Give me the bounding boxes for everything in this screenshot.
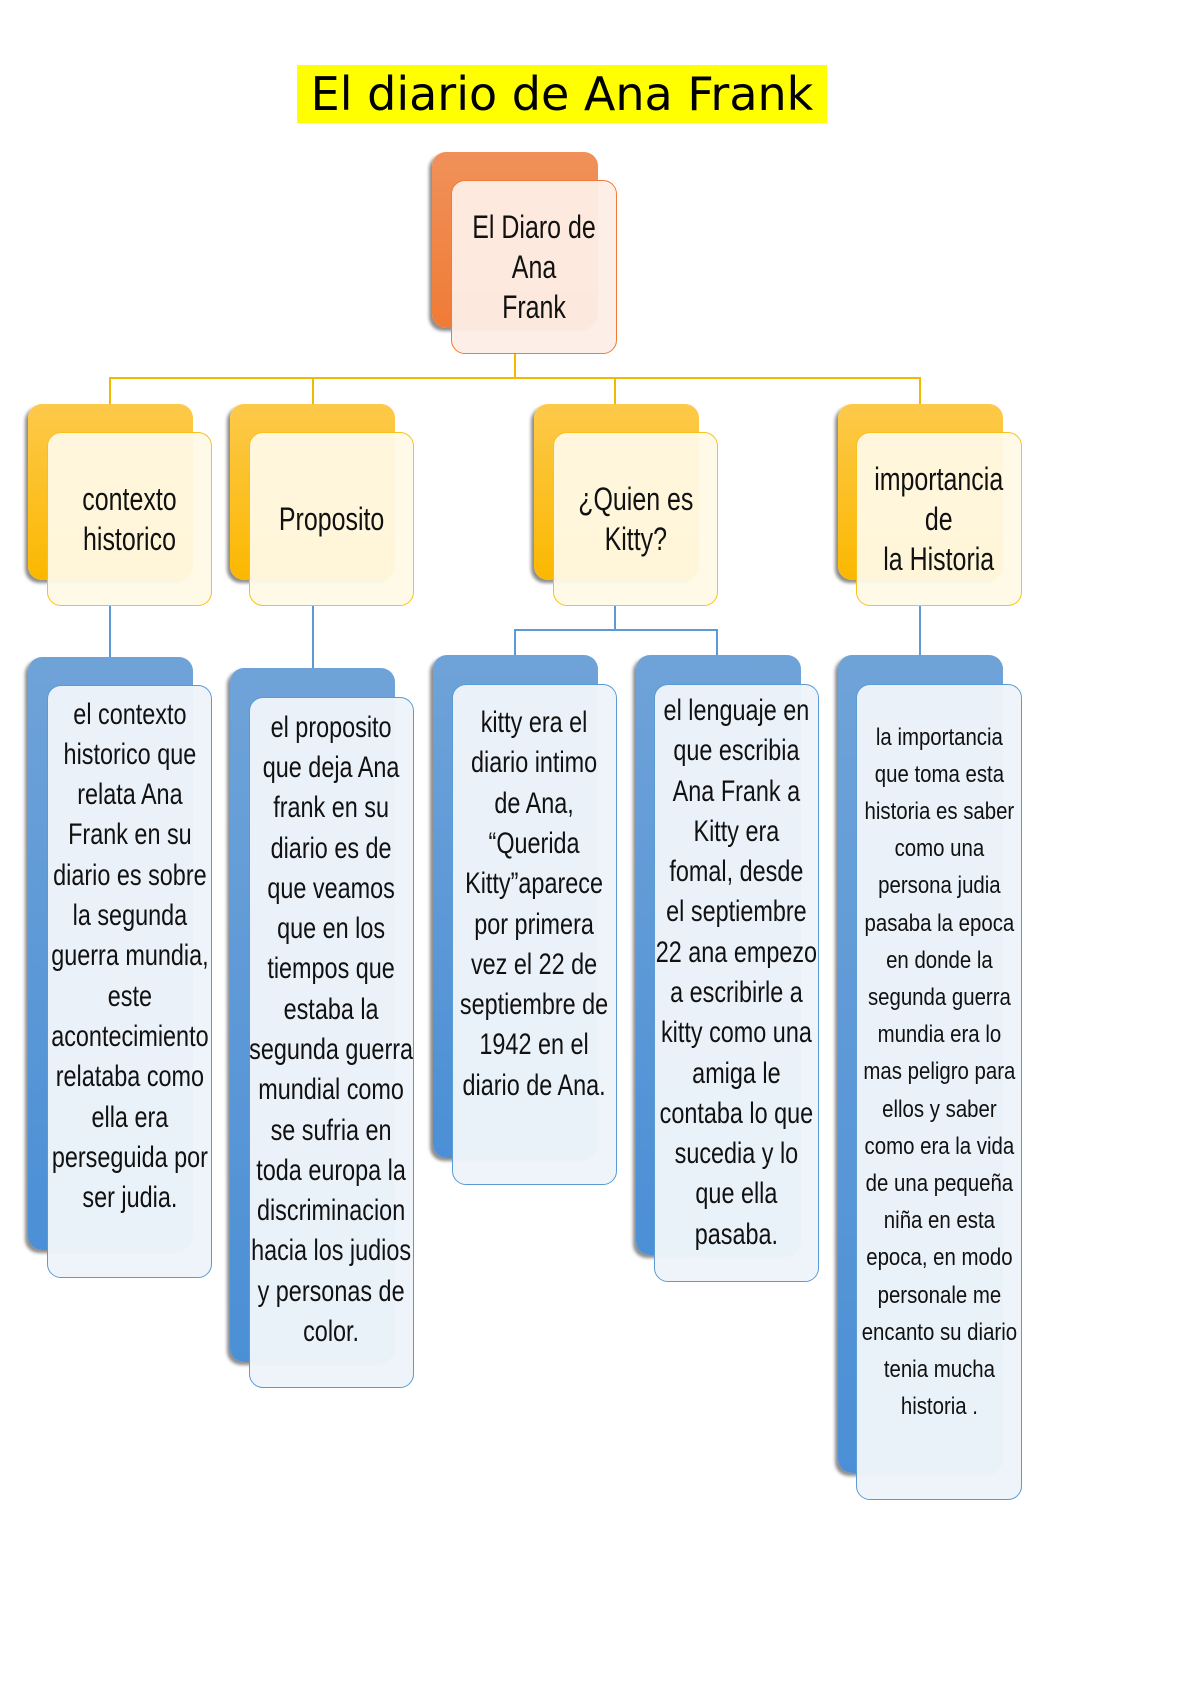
connector	[514, 353, 516, 379]
detail-text: kitty era el diario intimo de Ana, “Quer…	[460, 706, 609, 1102]
connector	[514, 629, 718, 631]
category-label: ¿Quien es Kitty?	[577, 481, 694, 557]
category-node-proposito: Proposito	[249, 432, 414, 606]
connector	[109, 377, 111, 405]
category-label: Proposito	[278, 501, 385, 537]
connector	[312, 377, 314, 405]
root-node: El Diaro de Ana Frank	[451, 180, 617, 354]
root-node-label: El Diaro de Ana Frank	[472, 209, 596, 325]
connector	[109, 605, 111, 657]
detail-text: el lenguaje en que escribia Ana Frank a …	[655, 693, 818, 1251]
category-node-contexto: contexto historico	[47, 432, 212, 606]
connector	[919, 605, 921, 657]
category-node-importancia: importancia de la Historia	[856, 432, 1022, 606]
connector	[716, 629, 718, 655]
category-node-kitty: ¿Quien es Kitty?	[553, 432, 718, 606]
connector	[614, 605, 616, 630]
detail-node-importancia: la importancia que toma esta historia es…	[856, 684, 1022, 1500]
connector	[919, 377, 921, 405]
detail-text: la importancia que toma esta historia es…	[861, 723, 1017, 1421]
detail-text: el proposito que deja Ana frank en su di…	[249, 710, 414, 1349]
detail-text: el contexto historico que relata Ana Fra…	[50, 697, 209, 1215]
connector	[614, 377, 616, 405]
detail-node-proposito: el proposito que deja Ana frank en su di…	[249, 697, 414, 1388]
detail-node-kitty-1: kitty era el diario intimo de Ana, “Quer…	[452, 684, 617, 1185]
connector	[514, 629, 516, 655]
detail-node-kitty-2: el lenguaje en que escribia Ana Frank a …	[654, 684, 819, 1282]
connector	[109, 377, 921, 379]
detail-node-contexto: el contexto historico que relata Ana Fra…	[47, 685, 212, 1278]
category-label: importancia de la Historia	[874, 461, 1004, 577]
page-title: El diario de Ana Frank	[297, 65, 827, 123]
category-label: contexto historico	[82, 481, 177, 557]
connector	[312, 605, 314, 668]
